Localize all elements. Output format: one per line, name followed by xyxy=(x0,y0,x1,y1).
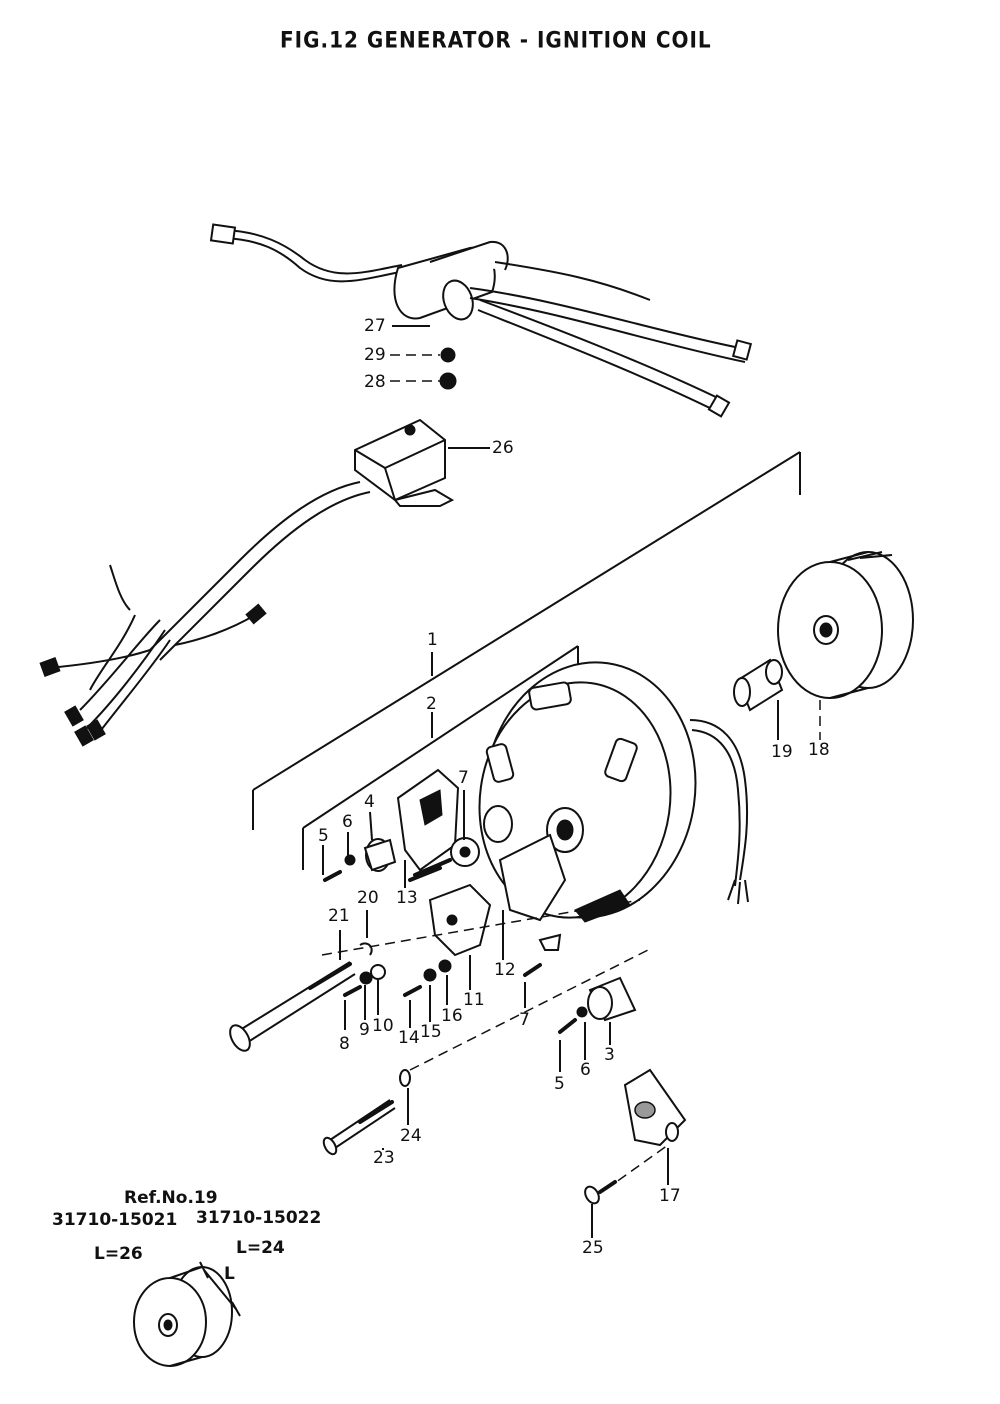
label-part-26: 26 xyxy=(492,438,514,458)
label-part-29: 29 xyxy=(364,345,386,365)
label-part-17: 17 xyxy=(659,1186,681,1206)
nut-29 xyxy=(440,347,456,363)
reference-length-a: L=26 xyxy=(94,1244,143,1264)
bolt-23 xyxy=(322,1099,396,1156)
label-part-12: 12 xyxy=(494,960,516,980)
reference-rotor xyxy=(133,1261,241,1367)
cam-19 xyxy=(733,658,784,712)
label-part-27: 27 xyxy=(364,316,386,336)
reference-part-b: 31710-15022 xyxy=(196,1208,322,1228)
reference-length-b: L=24 xyxy=(236,1238,285,1258)
label-part-6b: 6 xyxy=(580,1060,591,1080)
figure-title: FIG.12 GENERATOR - IGNITION COIL xyxy=(280,26,712,54)
label-part-7a: 7 xyxy=(458,768,469,788)
rotor-18 xyxy=(777,551,914,699)
label-part-20: 20 xyxy=(357,888,379,908)
reference-dimension-label: L xyxy=(224,1264,235,1284)
label-part-19: 19 xyxy=(771,742,793,762)
washer-24 xyxy=(399,1069,411,1087)
washer-28 xyxy=(439,372,457,390)
condenser-3 xyxy=(587,976,637,1022)
label-part-15: 15 xyxy=(420,1022,442,1042)
cover-17 xyxy=(623,1068,687,1147)
label-part-8: 8 xyxy=(339,1034,350,1054)
ignition-coil-27 xyxy=(209,223,753,418)
label-part-18: 18 xyxy=(808,740,830,760)
label-part-5b: 5 xyxy=(554,1074,565,1094)
screw-25 xyxy=(584,1180,617,1205)
label-part-3: 3 xyxy=(604,1045,615,1065)
label-part-6a: 6 xyxy=(342,812,353,832)
label-part-4: 4 xyxy=(364,792,375,812)
label-part-2: 2 xyxy=(426,694,437,714)
label-part-21: 21 xyxy=(328,906,350,926)
label-part-1: 1 xyxy=(427,630,438,650)
label-part-23: 23 xyxy=(373,1148,395,1168)
bolt-21 xyxy=(229,961,356,1052)
condenser-4 xyxy=(363,838,397,872)
label-part-13: 13 xyxy=(396,888,418,908)
label-part-11: 11 xyxy=(463,990,485,1010)
label-part-25: 25 xyxy=(582,1238,604,1258)
label-part-16: 16 xyxy=(441,1006,463,1026)
label-part-10: 10 xyxy=(372,1016,394,1036)
contact-breaker xyxy=(396,768,567,957)
label-part-5a: 5 xyxy=(318,826,329,846)
condenser-26 xyxy=(39,418,455,747)
label-part-28: 28 xyxy=(364,372,386,392)
reference-part-a: 31710-15021 xyxy=(52,1210,178,1230)
label-part-7b: 7 xyxy=(519,1010,530,1030)
label-part-24: 24 xyxy=(400,1126,422,1146)
screw-5-top xyxy=(323,870,342,882)
reference-heading: Ref.No.19 xyxy=(124,1188,218,1208)
label-part-14: 14 xyxy=(398,1028,420,1048)
label-part-9: 9 xyxy=(359,1020,370,1040)
